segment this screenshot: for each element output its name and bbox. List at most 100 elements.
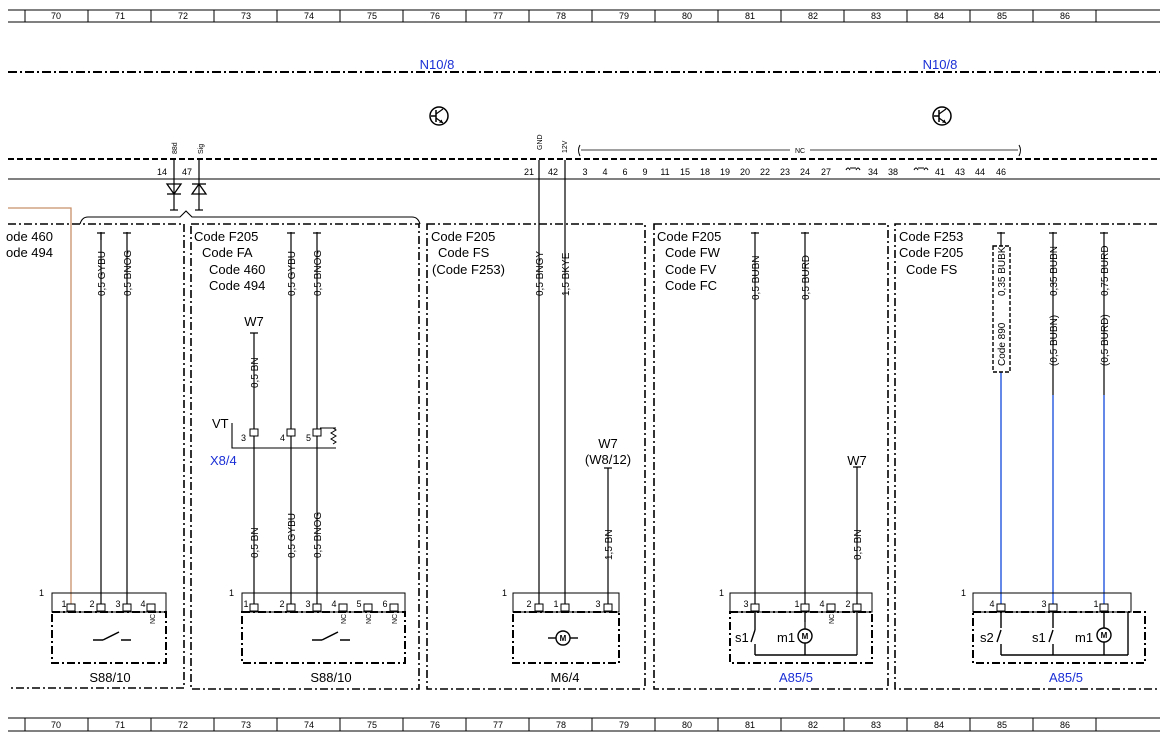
- connector-pin-20: 20: [740, 167, 750, 177]
- ground-w7: W7: [847, 453, 867, 468]
- grid-col-77-bottom: 77: [493, 720, 503, 730]
- wire-label: 0,5 BN: [853, 529, 864, 560]
- grid-col-80: 80: [682, 11, 692, 21]
- connector-pin-14: 14: [157, 167, 167, 177]
- nc-bracket: NC: [578, 144, 1021, 157]
- ground-w7: W7: [244, 314, 264, 329]
- motor-icon: M: [1096, 612, 1112, 655]
- ground-w8-12: (W8/12): [585, 452, 631, 467]
- grid-col-80-bottom: 80: [682, 720, 692, 730]
- nc-label: NC: [341, 614, 348, 624]
- splice-name: X8/4: [210, 453, 237, 468]
- transistor-icon: [429, 106, 449, 126]
- module-label-left: N10/8: [420, 57, 455, 72]
- splice-pin: 5: [306, 433, 311, 443]
- connector-pin-21: 21: [524, 167, 534, 177]
- pin-label: 3: [1041, 599, 1046, 609]
- grid-col-86-bottom: 86: [1060, 720, 1070, 730]
- motor-icon: M: [797, 628, 813, 655]
- nc-label: NC: [150, 614, 157, 624]
- group3-code-3: (Code F253): [432, 262, 505, 277]
- component-s88-10-right[interactable]: 1 1 2 3 4 5 6 NC NC NC S88/10: [229, 588, 406, 685]
- splice-vt-label: VT: [212, 416, 229, 431]
- connector-pin-15: 15: [680, 167, 690, 177]
- wire-label: 0,5 BN: [250, 357, 261, 388]
- pin-label: 3: [115, 599, 120, 609]
- connector-pin-19: 19: [720, 167, 730, 177]
- connector-pins: 14 47 21 42 3 4 6 9 11 15 18 19 20 22 23…: [157, 167, 1006, 177]
- component-s88-10-left[interactable]: 1 1 2 3 4 NC S88/10: [39, 588, 167, 685]
- pin-label: 2: [89, 599, 94, 609]
- component-m6-4[interactable]: 1 2 1 3 M M6/4: [502, 588, 620, 685]
- motor-label: m1: [1075, 630, 1093, 645]
- grid-col-75-bottom: 75: [367, 720, 377, 730]
- motor-label: m1: [777, 630, 795, 645]
- grid-col-79: 79: [619, 11, 629, 21]
- wire-label: 0,5 GYBU: [97, 251, 108, 296]
- connector-pin-41: 41: [935, 167, 945, 177]
- splice-pin: 3: [241, 433, 246, 443]
- connector-pin-24: 24: [800, 167, 810, 177]
- ground-points: W7 W7 (W8/12) W7: [244, 314, 867, 468]
- group2-code-4: Code 494: [209, 278, 265, 293]
- component-name: S88/10: [89, 670, 130, 685]
- grid-col-77: 77: [493, 11, 503, 21]
- transistor-icon: [932, 106, 952, 126]
- pin-label: 5: [356, 599, 361, 609]
- wire-label: 0,5 BUBN: [751, 256, 762, 300]
- grid-col-81: 81: [745, 11, 755, 21]
- grid-col-82-bottom: 82: [808, 720, 818, 730]
- pin-label: 1: [243, 599, 248, 609]
- component-name: S88/10: [310, 670, 351, 685]
- signal-12v: 12V: [562, 140, 569, 153]
- grid-col-83: 83: [871, 11, 881, 21]
- wire-label: 0,5 BNOG: [313, 250, 324, 296]
- motor-icon: M: [548, 630, 578, 646]
- grid-col-84-bottom: 84: [934, 720, 944, 730]
- grid-col-78: 78: [556, 11, 566, 21]
- connector-pin-11: 11: [660, 167, 669, 177]
- pin-label: 6: [382, 599, 387, 609]
- component-name: A85/5: [779, 670, 813, 685]
- module-boundary: N10/8 N10/8: [8, 57, 1160, 180]
- group5-code-3: Code FS: [906, 262, 958, 277]
- signal-gnd: GND: [537, 134, 544, 150]
- switch-label: s2: [980, 630, 994, 645]
- code-890-label: Code 890: [997, 322, 1008, 366]
- bus-wedge: [79, 210, 421, 225]
- component-entry-lines: [754, 612, 806, 630]
- connector-signal-labels: 88d Sig GND 12V: [172, 134, 569, 154]
- group3-code-2: Code FS: [438, 245, 490, 260]
- wire-label: 0,5 GYBU: [287, 251, 298, 296]
- ground-w7: W7: [598, 436, 618, 451]
- pin-label: 1: [61, 599, 66, 609]
- grid-col-78-bottom: 78: [556, 720, 566, 730]
- pin-label: 2: [845, 599, 850, 609]
- group1-code-2: ode 494: [6, 245, 53, 260]
- wire-lines: [97, 160, 1108, 655]
- component-a85-5-right[interactable]: 1 4 3 1 M s2 s1 m1: [961, 588, 1146, 685]
- connector-pin-3: 3: [582, 167, 587, 177]
- pin-label: 4: [819, 599, 824, 609]
- grid-col-84: 84: [934, 11, 944, 21]
- component-id: 1: [719, 588, 724, 598]
- connector-pin-38: 38: [888, 167, 898, 177]
- brown-wire: [8, 207, 72, 605]
- group-frames: [8, 223, 1157, 690]
- pin-label: 4: [140, 599, 145, 609]
- group4-code-4: Code FC: [665, 278, 717, 293]
- wire-label: 0,5 BNGY: [535, 251, 546, 296]
- signal-88d: 88d: [172, 142, 179, 154]
- group1-code-1: ode 460: [6, 229, 53, 244]
- signal-sig: Sig: [198, 144, 205, 154]
- grid-col-81-bottom: 81: [745, 720, 755, 730]
- wire-label: 1,5 BN: [604, 529, 615, 560]
- component-a85-5-left[interactable]: 1 3 1 4 2 NC M s1 m1 A85/5: [719, 588, 873, 685]
- grid-col-73: 73: [241, 11, 251, 21]
- grid-col-71-bottom: 71: [115, 720, 125, 730]
- pin-label: 3: [305, 599, 310, 609]
- component-id: 1: [229, 588, 234, 598]
- grid-col-70: 70: [51, 11, 61, 21]
- wire-labels: 0,5 GYBU 0,5 BNOG 0,5 GYBU 0,5 BNOG 0,5 …: [97, 245, 1111, 560]
- wire-label: 0,5 BNOG: [313, 512, 324, 558]
